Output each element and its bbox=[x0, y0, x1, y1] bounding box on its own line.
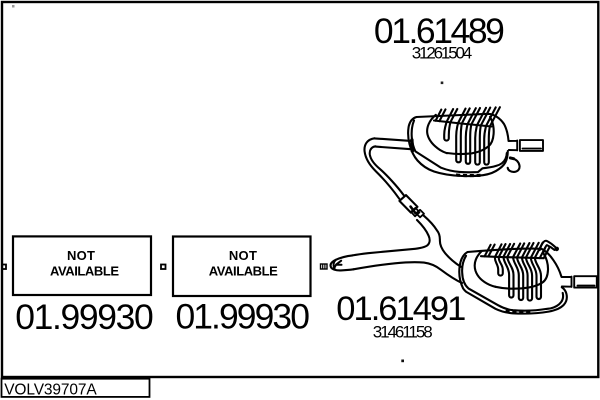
svg-text:01.61491: 01.61491 bbox=[336, 290, 466, 328]
svg-text:01.99930: 01.99930 bbox=[175, 296, 310, 336]
svg-text:NOT: NOT bbox=[67, 248, 95, 263]
svg-text:31461158: 31461158 bbox=[373, 322, 433, 341]
svg-text:AVAILABLE: AVAILABLE bbox=[209, 263, 278, 278]
svg-text:NOT: NOT bbox=[229, 248, 257, 263]
svg-text:01.61489: 01.61489 bbox=[374, 11, 505, 51]
svg-text:VOLV39707A: VOLV39707A bbox=[4, 381, 97, 398]
svg-text:01.99930: 01.99930 bbox=[15, 297, 154, 337]
svg-text:AVAILABLE: AVAILABLE bbox=[50, 263, 119, 278]
svg-text:31261504: 31261504 bbox=[412, 44, 473, 63]
